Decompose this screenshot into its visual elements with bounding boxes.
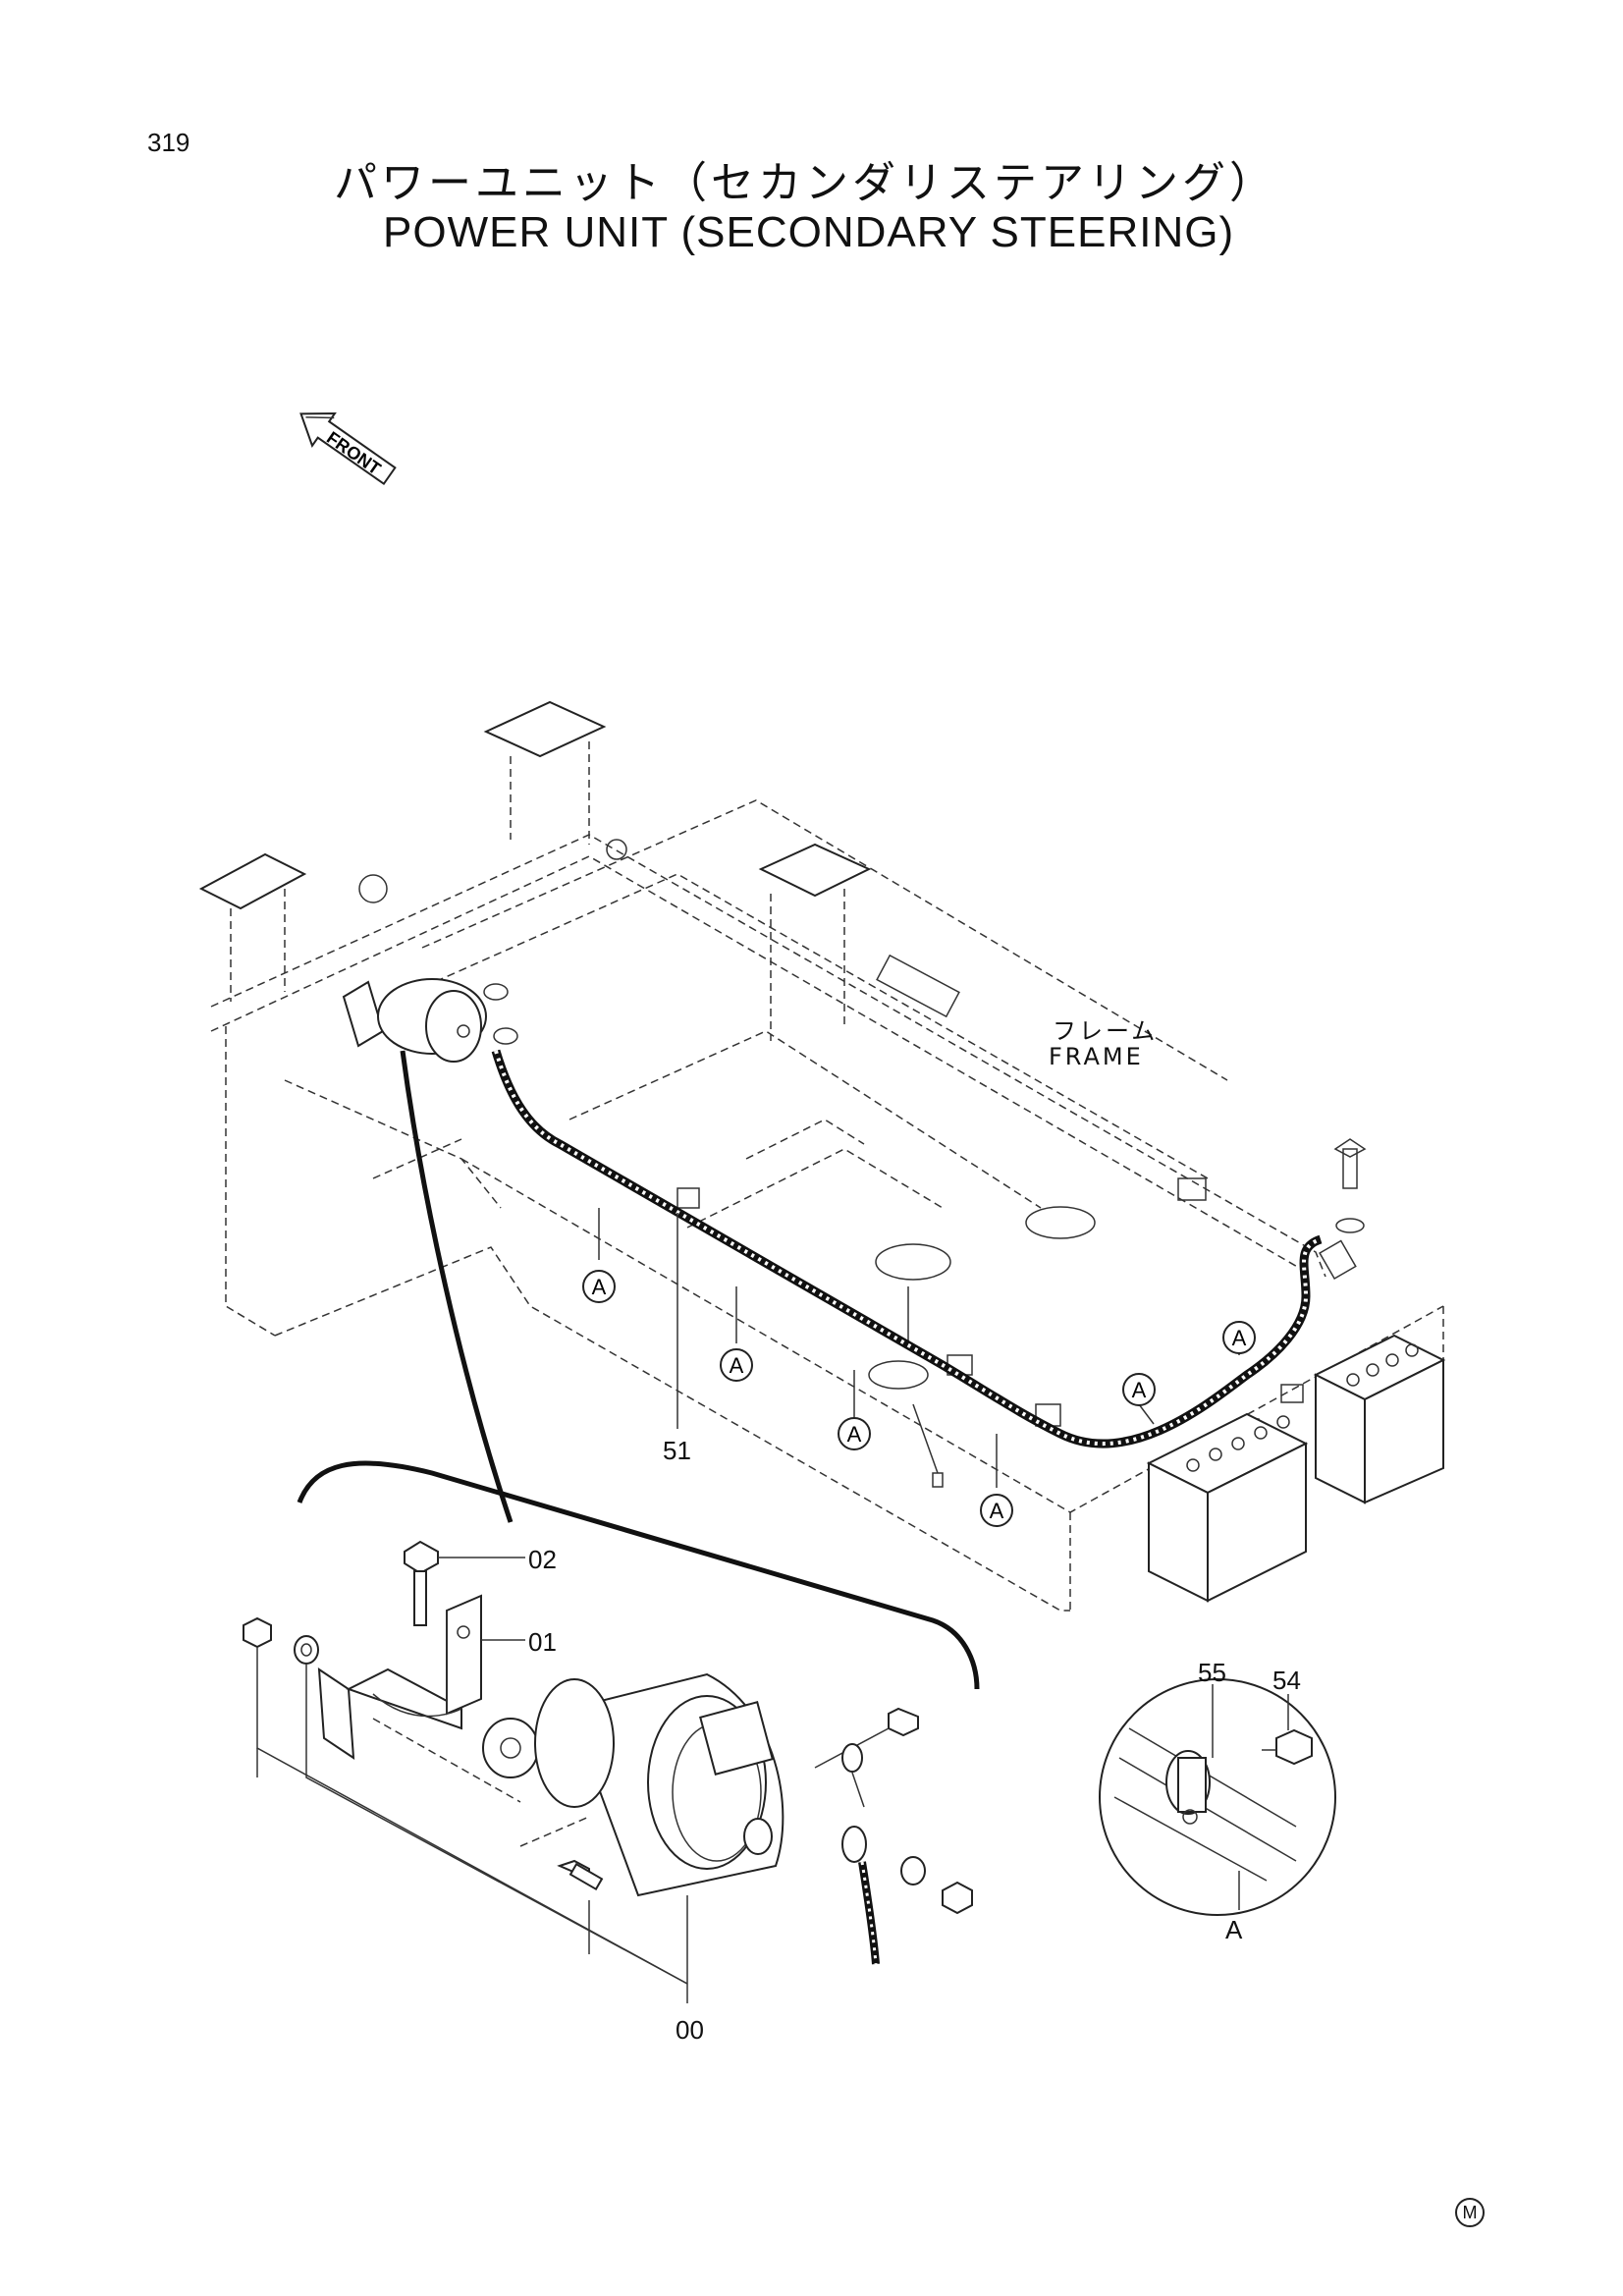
solenoid-mounted <box>342 978 518 1063</box>
battery-left <box>1146 1412 1309 1603</box>
page-title: POWER UNIT (SECONDARY STEERING) <box>383 208 1235 256</box>
svg-text:A: A <box>730 1353 744 1378</box>
frame-label-japanese: フレーム <box>1053 1017 1159 1045</box>
callout-01: 01 <box>528 1627 557 1657</box>
detail-leader <box>400 1050 514 1523</box>
page-number: 319 <box>147 128 190 157</box>
callout-51: 51 <box>663 1436 691 1465</box>
battery-right <box>1313 1334 1446 1504</box>
callout-02: 02 <box>528 1545 557 1574</box>
clip-marker: A <box>980 1494 1013 1527</box>
svg-text:A: A <box>990 1499 1004 1523</box>
clip-marker: A <box>720 1348 753 1382</box>
detail-view-a <box>1099 1678 1336 1916</box>
callout-55: 55 <box>1198 1658 1226 1687</box>
svg-text:A: A <box>592 1275 607 1299</box>
exploded-view <box>243 1540 973 2003</box>
detail-label-a: A <box>1225 1915 1243 1944</box>
frame-label: FRAME <box>1049 1043 1144 1070</box>
corner-mark: M <box>1455 2198 1485 2227</box>
svg-text:A: A <box>1132 1378 1147 1402</box>
callout-00: 00 <box>676 2015 704 2045</box>
svg-text:A: A <box>1232 1326 1247 1350</box>
clip-marker: A <box>1122 1373 1156 1406</box>
svg-text:A: A <box>847 1422 862 1447</box>
front-arrow-icon: FRONT <box>299 412 397 486</box>
clip-marker: A <box>582 1270 616 1303</box>
clip-marker: A <box>838 1417 871 1450</box>
exploded-view-boundary <box>297 1460 980 1690</box>
callout-54: 54 <box>1272 1666 1301 1695</box>
clip-marker: A <box>1222 1321 1256 1354</box>
page-title-japanese: パワーユニット（セカンダリステアリング） <box>334 158 1276 208</box>
wire-harness <box>491 1049 1323 1449</box>
